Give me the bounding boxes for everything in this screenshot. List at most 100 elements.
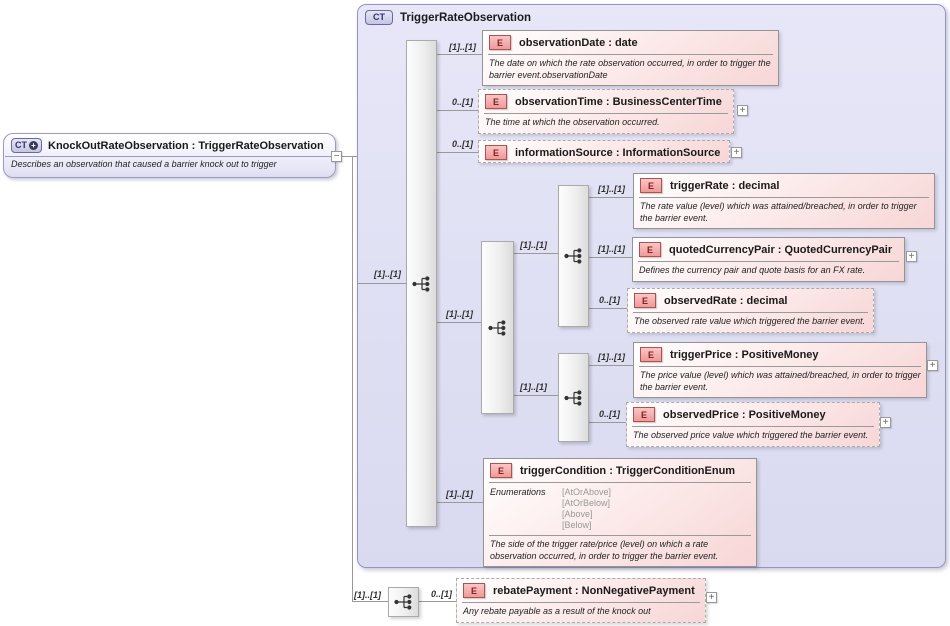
root-type-box[interactable]: CT+ KnockOutRateObservation : TriggerRat… — [3, 133, 336, 178]
collapse-icon[interactable]: − — [331, 151, 342, 162]
divider — [489, 482, 751, 483]
element-icon: E — [489, 35, 511, 50]
enumerations-label: Enumerations — [490, 487, 546, 497]
element-icon: E — [485, 94, 507, 109]
element-triggerRate[interactable]: E triggerRate : decimal The rate value (… — [633, 173, 935, 229]
expand-icon[interactable]: + — [927, 360, 938, 371]
element-description: The price value (level) which was attain… — [640, 370, 921, 392]
element-description: The date on which the rate observation o… — [489, 58, 771, 80]
root-type-description: Describes an observation that caused a b… — [11, 159, 277, 169]
element-icon: E — [490, 463, 512, 478]
enumeration-value: [Below] — [562, 520, 592, 530]
cardinality-label: 0..[1] — [452, 139, 474, 149]
connector — [587, 365, 633, 366]
connector — [512, 253, 558, 254]
complex-type-icon: CT — [365, 10, 393, 25]
element-title: triggerRate : decimal — [670, 179, 780, 192]
root-type-header: CT+ KnockOutRateObservation : TriggerRat… — [4, 134, 335, 156]
sequence-icon — [563, 389, 581, 406]
sequence-icon — [411, 275, 429, 292]
element-title: observedPrice : PositiveMoney — [663, 408, 826, 421]
element-header: E quotedCurrencyPair : QuotedCurrencyPai… — [633, 238, 904, 259]
element-description: The time at which the observation occurr… — [485, 117, 660, 127]
element-title: triggerPrice : PositiveMoney — [670, 348, 819, 361]
element-title: observationTime : BusinessCenterTime — [515, 95, 722, 108]
complex-type-extension-icon: CT+ — [11, 138, 42, 153]
cardinality-label: 0..[1] — [599, 409, 621, 419]
connector — [587, 197, 633, 198]
sequence-group-rate[interactable] — [558, 185, 589, 327]
element-icon: E — [639, 242, 661, 257]
connector — [357, 283, 406, 284]
element-description: The observed rate value which triggered … — [634, 316, 866, 326]
cardinality-label: [1]..[1] — [374, 269, 401, 279]
connector — [435, 502, 483, 503]
cardinality-label: 0..[1] — [599, 295, 621, 305]
element-title: triggerCondition : TriggerConditionEnum — [520, 464, 736, 477]
divider — [639, 366, 921, 367]
divider — [5, 156, 334, 157]
element-quotedCurrencyPair[interactable]: E quotedCurrencyPair : QuotedCurrencyPai… — [632, 237, 905, 282]
connector — [352, 601, 388, 602]
connector — [435, 110, 478, 111]
divider — [484, 113, 728, 114]
connector — [435, 54, 482, 55]
expand-icon[interactable]: + — [737, 105, 748, 116]
element-triggerPrice[interactable]: E triggerPrice : PositiveMoney The price… — [633, 342, 927, 398]
element-header: E triggerCondition : TriggerConditionEnu… — [484, 459, 756, 480]
connector — [342, 156, 357, 157]
enumeration-value: [AtOrBelow] — [562, 498, 611, 508]
cardinality-label: [1]..[1] — [446, 309, 473, 319]
cardinality-label: [1]..[1] — [449, 42, 476, 52]
cardinality-label: [1]..[1] — [520, 240, 547, 250]
element-title: rebatePayment : NonNegativePayment — [493, 584, 695, 597]
connector — [587, 308, 627, 309]
expand-icon[interactable]: + — [731, 147, 742, 158]
connector — [587, 422, 626, 423]
cardinality-label: 0..[1] — [452, 97, 474, 107]
cardinality-label: [1]..[1] — [598, 184, 625, 194]
connector — [512, 395, 558, 396]
element-header: E observedPrice : PositiveMoney — [627, 403, 879, 424]
sequence-group-main[interactable] — [406, 40, 437, 527]
element-icon: E — [463, 583, 485, 598]
divider — [489, 535, 751, 536]
divider — [632, 426, 874, 427]
root-type-title: KnockOutRateObservation : TriggerRateObs… — [48, 139, 324, 152]
expand-icon[interactable]: + — [880, 417, 891, 428]
cardinality-label: 0..[1] — [431, 589, 453, 599]
divider — [633, 312, 868, 313]
enumerations-section: Enumerations [AtOrAbove] [AtOrBelow] [Ab… — [484, 483, 756, 533]
element-observationTime[interactable]: E observationTime : BusinessCenterTime T… — [478, 89, 734, 134]
cardinality-label: [1]..[1] — [598, 244, 625, 254]
element-icon: E — [640, 178, 662, 193]
element-icon: E — [640, 347, 662, 362]
sequence-group-extension[interactable] — [388, 587, 419, 617]
expand-icon[interactable]: + — [906, 251, 917, 262]
enumeration-value: [Above] — [562, 509, 593, 519]
connector — [417, 601, 456, 602]
element-title: observationDate : date — [519, 36, 638, 49]
element-description: The observed price value which triggered… — [633, 430, 869, 440]
element-header: E triggerRate : decimal — [634, 174, 934, 195]
element-description: The rate value (level) which was attaine… — [640, 201, 917, 223]
element-observedRate[interactable]: E observedRate : decimal The observed ra… — [627, 288, 874, 333]
element-informationSource[interactable]: E informationSource : InformationSource — [478, 140, 730, 163]
element-triggerCondition[interactable]: E triggerCondition : TriggerConditionEnu… — [483, 458, 757, 567]
cardinality-label: [1]..[1] — [354, 590, 381, 600]
element-observedPrice[interactable]: E observedPrice : PositiveMoney The obse… — [626, 402, 880, 447]
element-observationDate[interactable]: E observationDate : date The date on whi… — [482, 30, 779, 86]
element-icon: E — [485, 145, 507, 160]
divider — [462, 602, 700, 603]
element-header: E informationSource : InformationSource — [479, 141, 729, 162]
sequence-group-price[interactable] — [558, 353, 589, 442]
cardinality-label: [1]..[1] — [446, 489, 473, 499]
element-icon: E — [633, 407, 655, 422]
element-title: informationSource : InformationSource — [515, 146, 721, 159]
element-header: E observationTime : BusinessCenterTime — [479, 90, 733, 111]
element-rebatePayment[interactable]: E rebatePayment : NonNegativePayment Any… — [456, 578, 706, 623]
connector — [587, 257, 632, 258]
expand-icon[interactable]: + — [706, 592, 717, 603]
sequence-group-inner[interactable] — [481, 241, 514, 414]
